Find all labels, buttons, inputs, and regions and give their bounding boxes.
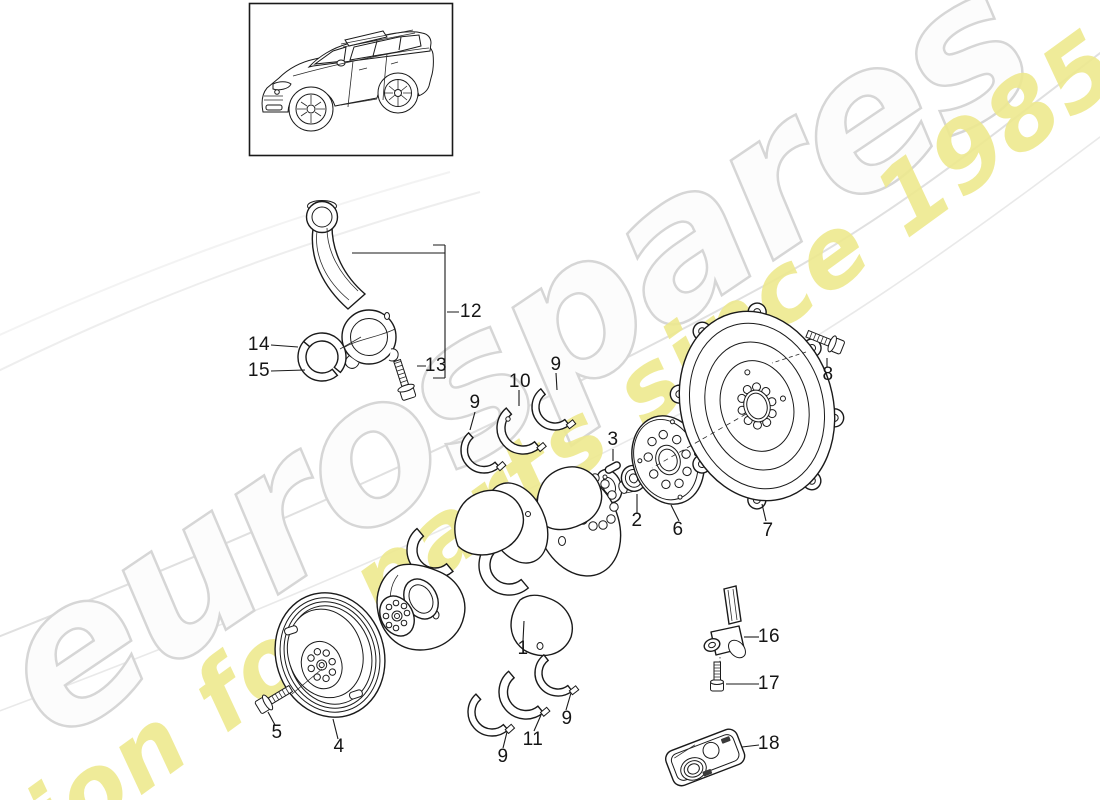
crank-front-flange-holes [382, 599, 411, 632]
callout-label-9: 9 [469, 392, 481, 413]
callout-label-10: 10 [508, 371, 532, 392]
damper-bolt [254, 684, 294, 714]
callout-label-13: 13 [424, 355, 448, 376]
callout-label-5: 5 [271, 722, 283, 743]
callout-label-15: 15 [247, 360, 271, 381]
callout-label-16: 16 [757, 626, 781, 647]
rod-bearing-shells [297, 332, 347, 382]
upper-bearing-shells [460, 372, 577, 474]
callout-label-9: 9 [550, 354, 562, 375]
callout-label-8: 8 [822, 364, 834, 385]
callout-label-9: 9 [561, 708, 573, 729]
callout-label-11: 11 [522, 729, 544, 750]
brand-watermark: eurospares [0, 0, 1071, 784]
callout-label-7: 7 [762, 520, 774, 541]
porsche-cayenne-illustration [261, 29, 434, 132]
callout-label-17: 17 [757, 673, 781, 694]
vibration-damper [254, 592, 386, 740]
connecting-rod [270, 200, 459, 401]
speed-sensor [703, 585, 759, 692]
callout-label-2: 2 [631, 510, 643, 531]
lower-bearing-shells [467, 653, 580, 749]
flywheel-bolt [805, 329, 845, 355]
tagline-watermark: a passion for parts since 1985 [0, 9, 1100, 800]
callout-label-9: 9 [497, 746, 509, 767]
front-wheel-spokes [297, 95, 325, 123]
callout-label-1: 1 [517, 638, 529, 659]
callout-label-14: 14 [247, 334, 271, 355]
damper-hub-holes [307, 648, 337, 683]
brand-crest [274, 89, 280, 95]
vehicle-box [248, 2, 454, 157]
callout-label-3: 3 [607, 429, 619, 450]
bearing-bracket [665, 728, 760, 787]
callout-label-6: 6 [672, 519, 684, 540]
sensor-screw [710, 661, 724, 692]
rod-bolt [393, 358, 417, 401]
callout-label-18: 18 [757, 733, 781, 754]
flywheel [651, 302, 845, 522]
crankshaft [376, 466, 623, 657]
callout-label-4: 4 [333, 736, 345, 757]
callout-label-12: 12 [459, 301, 483, 322]
rear-wheel-spokes [385, 80, 411, 106]
